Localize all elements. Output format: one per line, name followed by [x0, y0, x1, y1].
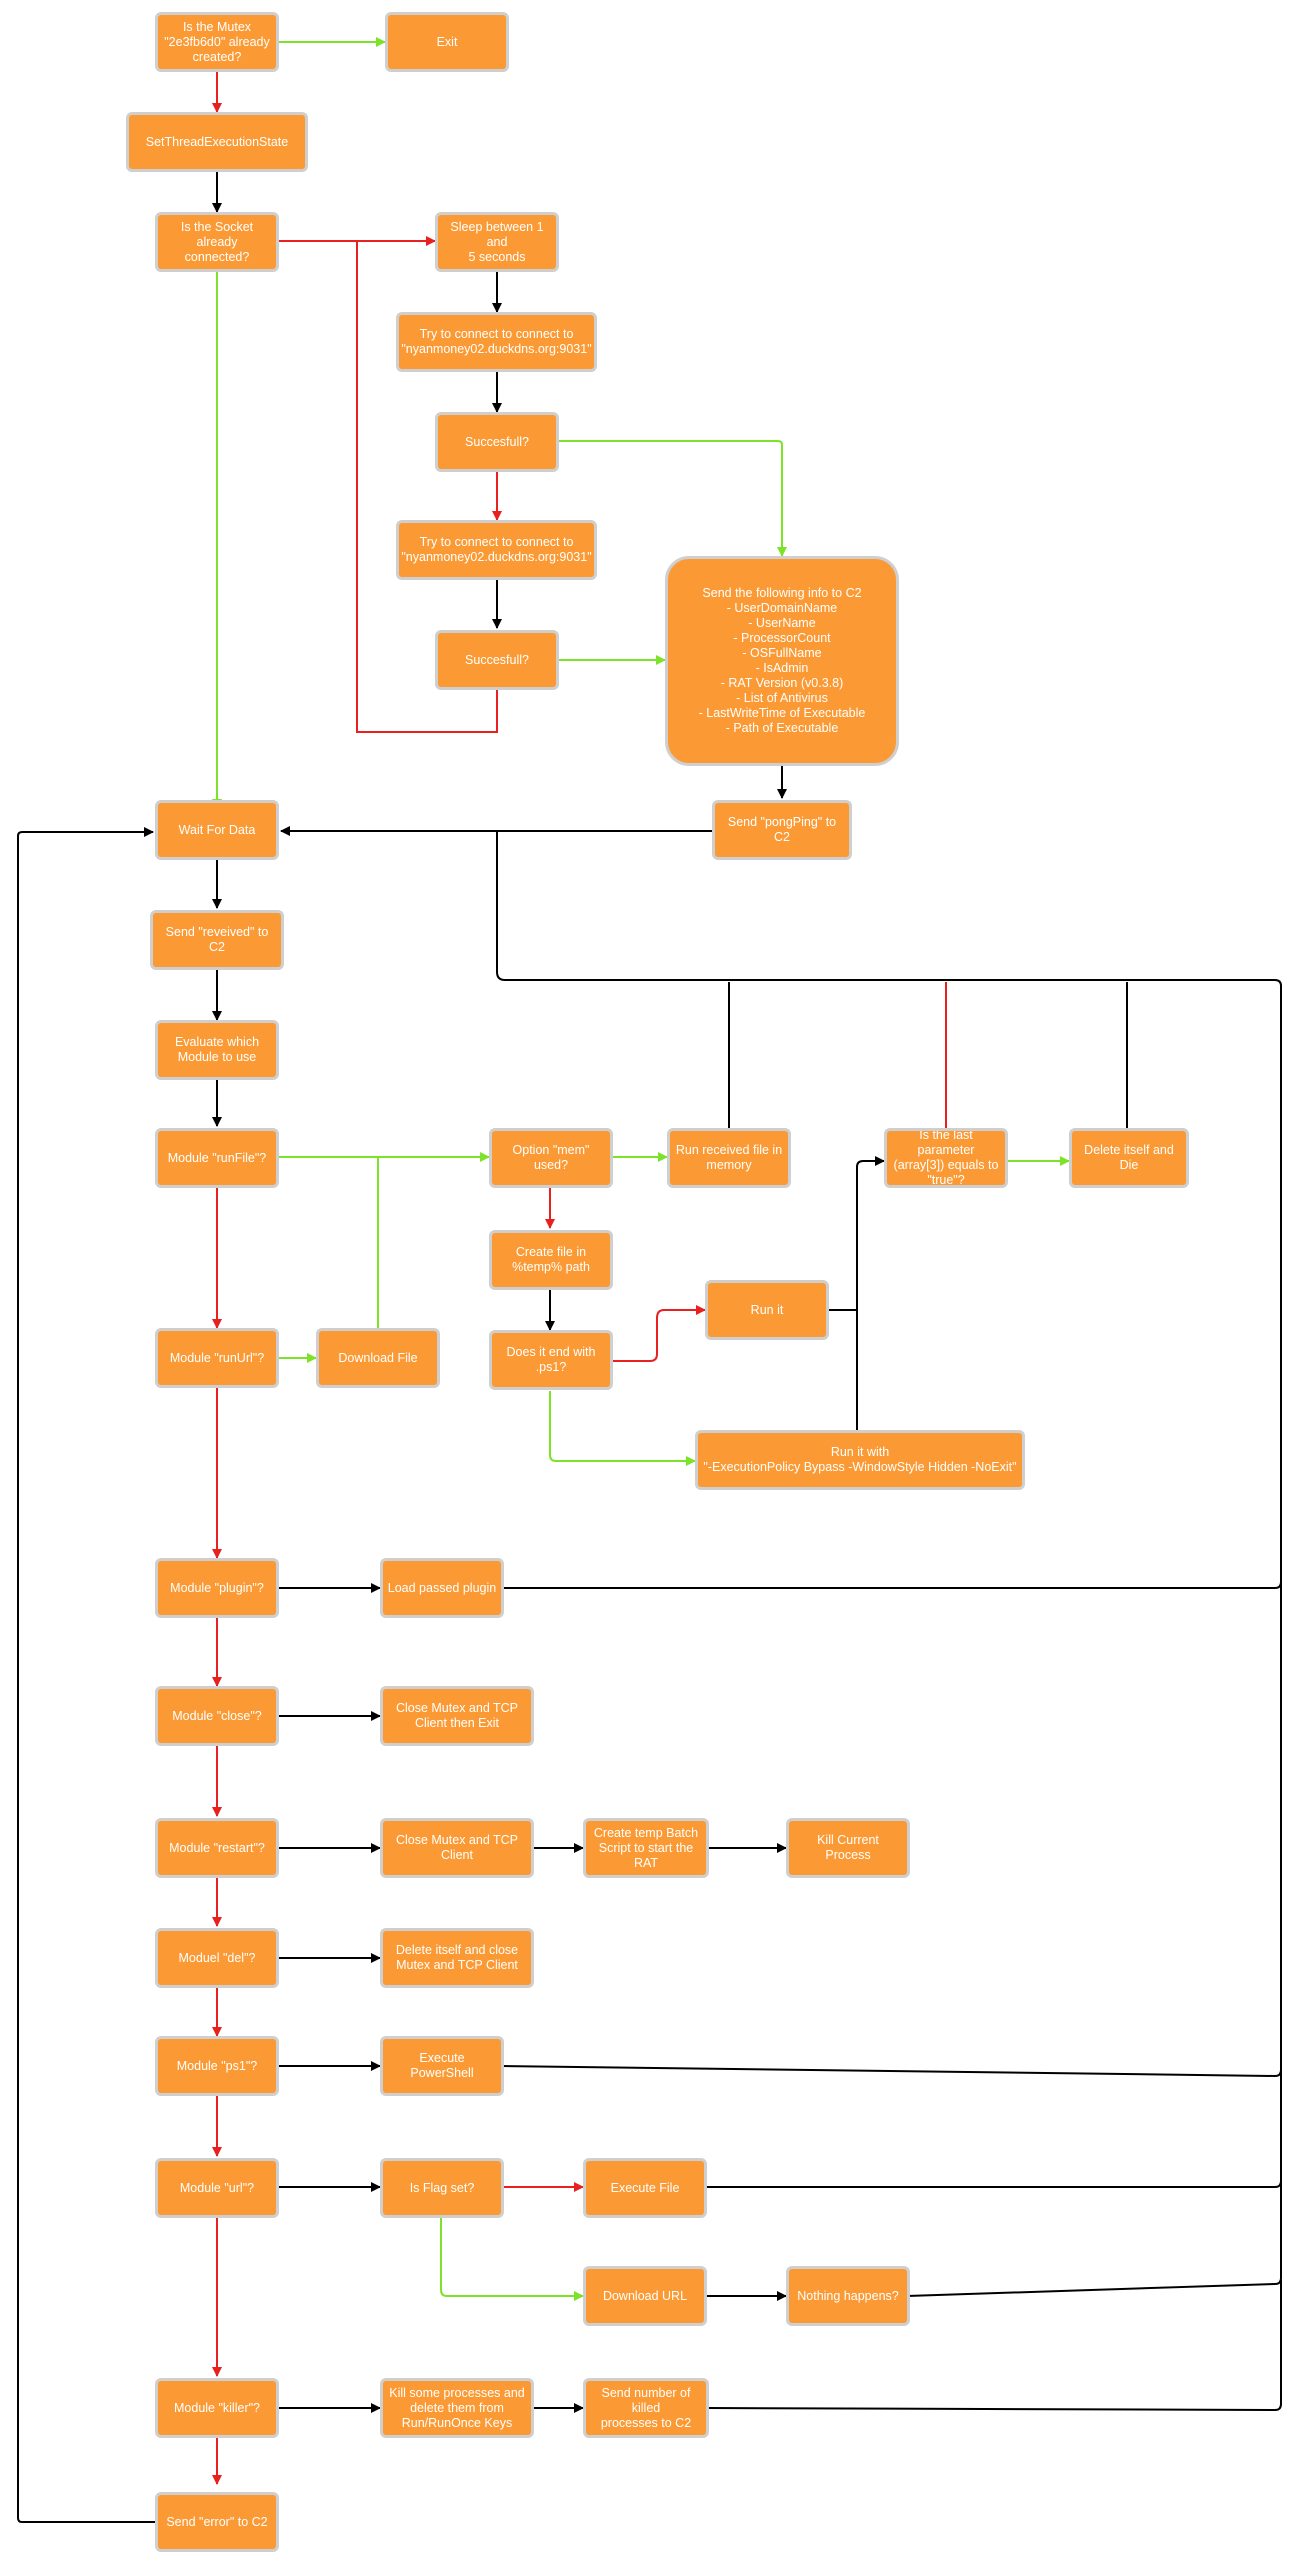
- node-loadplugin: Load passed plugin: [380, 1558, 504, 1618]
- node-runmem: Run received file in memory: [667, 1128, 791, 1188]
- node-deletedie: Delete itself and Die: [1069, 1128, 1189, 1188]
- node-setthread: SetThreadExecutionState: [126, 112, 308, 172]
- edge-ps1q-runitwith: [549, 1391, 696, 1466]
- edge-execfile-return: [707, 2070, 1282, 2188]
- node-error: Send "error" to C2: [155, 2492, 279, 2552]
- node-try1: Try to connect to connect to "nyanmoney0…: [396, 312, 597, 372]
- node-ps1: Module "ps1"?: [155, 2036, 279, 2096]
- node-del: Moduel "del"?: [155, 1928, 279, 1988]
- node-mutex: Is the Mutex "2e3fb6d0" already created?: [155, 12, 279, 72]
- node-runitwith: Run it with "-ExecutionPolicy Bypass -Wi…: [695, 1430, 1025, 1490]
- node-wait: Wait For Data: [155, 800, 279, 860]
- node-closemutex2: Close Mutex and TCP Client: [380, 1818, 534, 1878]
- node-exit: Exit: [385, 12, 509, 72]
- node-received: Send "reveived" to C2: [150, 910, 284, 970]
- edge-ps1q-runit: [611, 1305, 706, 1362]
- node-download: Download File: [316, 1328, 440, 1388]
- node-runfile: Module "runFile"?: [155, 1128, 279, 1188]
- node-pongping: Send "pongPing" to C2: [712, 800, 852, 860]
- node-ps1q: Does it end with .ps1?: [489, 1330, 613, 1390]
- node-restart: Module "restart"?: [155, 1818, 279, 1878]
- node-createbatch: Create temp Batch Script to start the RA…: [583, 1818, 709, 1878]
- node-nothing: Nothing happens?: [786, 2266, 910, 2326]
- edge-runit-lastparam: [828, 1156, 885, 1311]
- node-succ2: Succesfull?: [435, 630, 559, 690]
- node-socket: Is the Socket already connected?: [155, 212, 279, 272]
- node-downloadurl: Download URL: [583, 2266, 707, 2326]
- node-optmem: Option "mem" used?: [489, 1128, 613, 1188]
- node-sendkilled: Send number of killed processes to C2: [583, 2378, 709, 2438]
- node-runit: Run it: [705, 1280, 829, 1340]
- edge-sendkilled-return: [707, 2280, 1282, 2412]
- node-try2: Try to connect to connect to "nyanmoney0…: [396, 520, 597, 580]
- node-killcurrent: Kill Current Process: [786, 1818, 910, 1878]
- node-sleep: Sleep between 1 and 5 seconds: [435, 212, 559, 272]
- node-evaluate: Evaluate which Module to use: [155, 1020, 279, 1080]
- node-plugin: Module "plugin"?: [155, 1558, 279, 1618]
- node-killer: Module "killer"?: [155, 2378, 279, 2438]
- edge-error-loop: [17, 827, 155, 2523]
- node-succ1: Succesfull?: [435, 412, 559, 472]
- edge-loadplugin-return: [502, 990, 1282, 1589]
- edge-return-bus: [496, 831, 1282, 1000]
- edge-flagset-downloadurl: [440, 2216, 584, 2301]
- node-sendinfo: Send the following info to C2 - UserDoma…: [665, 556, 899, 766]
- edge-nothing-return: [906, 2180, 1282, 2297]
- node-url: Module "url"?: [155, 2158, 279, 2218]
- node-runurl: Module "runUrl"?: [155, 1328, 279, 1388]
- node-close: Module "close"?: [155, 1686, 279, 1746]
- edge-succ1-sendinfo: [556, 440, 787, 557]
- node-createtemp: Create file in %temp% path: [489, 1230, 613, 1290]
- node-closemutex: Close Mutex and TCP Client then Exit: [380, 1686, 534, 1746]
- node-lastparam: Is the last parameter (array[3]) equals …: [884, 1128, 1008, 1188]
- node-execfile: Execute File: [583, 2158, 707, 2218]
- node-flagset: Is Flag set?: [380, 2158, 504, 2218]
- edge-succ2-loop: [356, 241, 498, 733]
- node-execps: Execute PowerShell: [380, 2036, 504, 2096]
- node-killprocs: Kill some processes and delete them from…: [380, 2378, 534, 2438]
- node-deleteclose: Delete itself and close Mutex and TCP Cl…: [380, 1928, 534, 1988]
